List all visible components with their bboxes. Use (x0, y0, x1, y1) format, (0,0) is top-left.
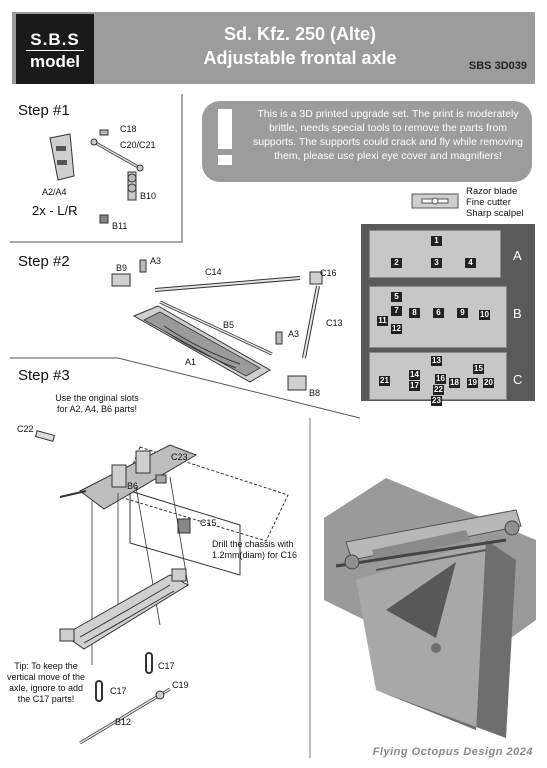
part-num: 11 (377, 316, 388, 326)
part-num: 9 (457, 308, 468, 318)
label-c22: C22 (17, 424, 34, 434)
label-a3-bottom: A3 (288, 329, 300, 339)
label-c13: C13 (326, 318, 343, 328)
header-banner (12, 12, 535, 84)
label-b10: B10 (140, 191, 157, 201)
warning-notice: This is a 3D printed upgrade set. The pr… (202, 101, 532, 182)
product-code: SBS 3D039 (468, 60, 527, 72)
logo-line1: S.B.S (30, 30, 80, 49)
label-c17-left: C17 (110, 686, 127, 696)
tool-razor-blade: Razor blade (466, 186, 518, 197)
finished-render (324, 478, 536, 738)
part-num: 20 (483, 378, 494, 388)
label-quantity: 2x - L/R (32, 203, 78, 218)
tool-fine-cutter: Fine cutter (466, 197, 511, 208)
razor-blade-icon (411, 193, 459, 209)
label-c20-c21: C20/C21 (120, 140, 156, 150)
label-c19: C19 (172, 680, 189, 690)
label-c16: C16 (320, 268, 337, 278)
part-num: 2 (391, 258, 402, 268)
part-num: 3 (431, 258, 442, 268)
part-num: 16 (435, 374, 446, 384)
label-c23: C23 (171, 452, 188, 462)
footer-credit: Flying Octopus Design 2024 (372, 746, 533, 758)
logo-divider (26, 50, 84, 51)
note-original-slots: Use the original slots for A2, A4, B6 pa… (55, 393, 139, 414)
exclamation-icon (218, 109, 232, 165)
label-b11: B11 (112, 221, 128, 231)
label-a2-a4: A2/A4 (42, 187, 67, 197)
label-b5: B5 (223, 320, 235, 330)
part-num: 13 (431, 356, 442, 366)
part-num: 6 (433, 308, 444, 318)
render-divider (309, 418, 311, 758)
part-num: 14 (409, 370, 420, 380)
sprue-letter-c: C (513, 372, 523, 387)
part-num: 18 (449, 378, 460, 388)
step1-parts-drawing (49, 129, 144, 224)
part-num: 22 (433, 385, 444, 395)
part-num: 1 (431, 236, 442, 246)
tool-sharp-scalpel: Sharp scalpel (466, 208, 524, 219)
label-c14: C14 (205, 267, 222, 277)
step3-frame (10, 357, 360, 419)
step1-title: Step #1 (18, 102, 70, 119)
part-num: 7 (391, 306, 402, 316)
step2-assembly-drawing (111, 259, 323, 391)
warning-text: This is a 3D printed upgrade set. The pr… (252, 108, 524, 162)
part-num: 17 (409, 381, 420, 391)
label-b9: B9 (116, 263, 128, 273)
part-num: 21 (379, 376, 390, 386)
step3-assembly-drawing (34, 430, 289, 745)
label-b12: B12 (115, 717, 132, 727)
step2-title: Step #2 (18, 253, 70, 270)
tool-list: Razor blade Fine cutter Sharp scalpel (466, 186, 524, 219)
note-tip: Tip: To keep the vertical move of the ax… (6, 661, 86, 704)
part-num: 15 (473, 364, 484, 374)
title-vehicle: Sd. Kfz. 250 (Alte) (223, 24, 377, 44)
part-num: 23 (431, 396, 442, 406)
sbs-logo: S.B.S model (16, 14, 94, 84)
part-num: 8 (409, 308, 420, 318)
logo-line2: model (29, 52, 81, 71)
label-c15: C15 (200, 518, 217, 528)
part-num: 5 (391, 292, 402, 302)
step1-frame (10, 94, 183, 243)
step3-title: Step #3 (18, 367, 70, 384)
label-a1: A1 (185, 357, 197, 367)
title-product: Adjustable frontal axle (203, 48, 397, 68)
label-c18: C18 (120, 124, 137, 134)
label-b6: B6 (127, 481, 139, 491)
label-b8: B8 (309, 388, 321, 398)
label-a3-top: A3 (150, 256, 162, 266)
sprue-letter-a: A (513, 248, 522, 263)
note-drill: Drill the chassis with 1.2mm(diam) for C… (212, 539, 298, 560)
sprue-map: A B C 1 2 3 4 5 7 8 6 9 10 11 12 13 14 1… (361, 224, 535, 406)
part-num: 10 (479, 310, 490, 320)
part-num: 19 (467, 378, 478, 388)
part-num: 4 (465, 258, 476, 268)
label-c17-right: C17 (158, 661, 175, 671)
part-num: 12 (391, 324, 402, 334)
sprue-letter-b: B (513, 306, 522, 321)
